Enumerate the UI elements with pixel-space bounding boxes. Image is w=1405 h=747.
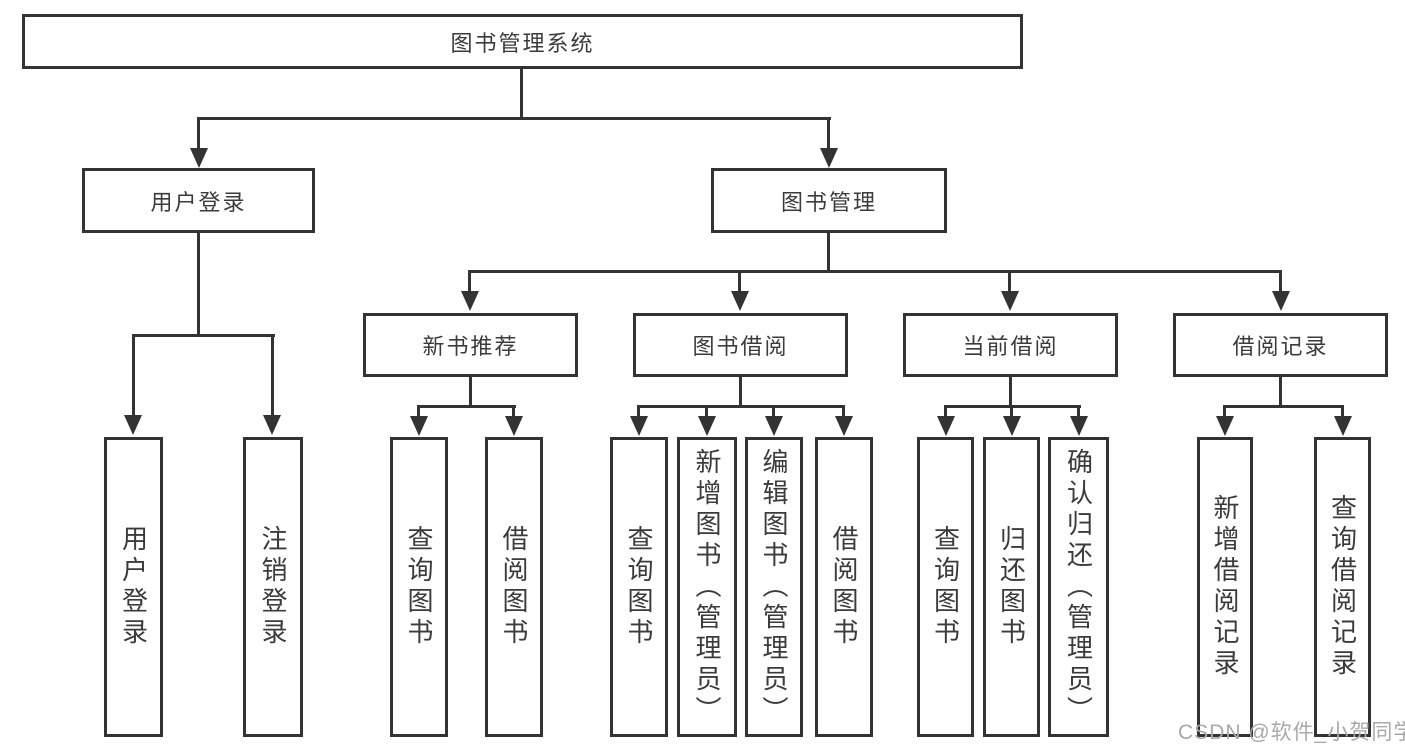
connector-line bbox=[468, 270, 471, 292]
connector-line bbox=[842, 405, 845, 418]
arrowhead-down bbox=[190, 148, 208, 168]
arrowhead-down bbox=[937, 416, 955, 436]
leaf-user-login-label: 用户登录 bbox=[118, 525, 149, 649]
leaf-confirm-return-admin-label: 确认归还（管理员） bbox=[1063, 447, 1094, 727]
connector-line bbox=[637, 405, 845, 408]
leaf-logout-login-label: 注销登录 bbox=[258, 525, 288, 649]
connector-line bbox=[520, 69, 523, 117]
arrowhead-down bbox=[1216, 416, 1234, 436]
leaf-query-borrow-record-label: 查询借阅记录 bbox=[1327, 494, 1358, 680]
leaf-add-books-admin: 新增图书（管理员） bbox=[677, 437, 737, 737]
arrowhead-down bbox=[505, 416, 523, 436]
arrowhead-down bbox=[1272, 291, 1290, 311]
connector-line bbox=[739, 377, 742, 408]
node-borrowing-records-label: 借阅记录 bbox=[1232, 334, 1329, 359]
connector-line bbox=[1008, 270, 1011, 292]
leaf-borrow-books: 借阅图书 bbox=[815, 437, 873, 737]
leaf-query-books: 查询图书 bbox=[390, 437, 448, 737]
leaf-query-books: 查询图书 bbox=[610, 437, 668, 737]
connector-line bbox=[827, 233, 830, 273]
connector-line bbox=[468, 270, 1282, 273]
node-book-management-label: 图书管理 bbox=[780, 189, 877, 215]
connector-line bbox=[197, 233, 200, 337]
connector-line bbox=[132, 334, 135, 416]
node-new-book-recommend-label: 新书推荐 bbox=[422, 334, 519, 359]
connector-line bbox=[271, 334, 274, 416]
leaf-return-books: 归还图书 bbox=[983, 437, 1040, 737]
connector-line bbox=[1279, 377, 1282, 408]
node-new-book-recommend: 新书推荐 bbox=[363, 313, 578, 377]
arrowhead-down bbox=[410, 416, 428, 436]
watermark: CSDN @软件_小贺同学 bbox=[1178, 721, 1405, 744]
arrowhead-down bbox=[1001, 291, 1019, 311]
arrowhead-down bbox=[820, 148, 838, 168]
connector-line bbox=[827, 117, 830, 151]
node-book-borrowing-label: 图书借阅 bbox=[692, 334, 789, 359]
leaf-user-login: 用户登录 bbox=[104, 437, 163, 737]
leaf-borrow-books-label: 借阅图书 bbox=[829, 525, 859, 649]
connector-line bbox=[1077, 405, 1080, 418]
leaf-query-books-label: 查询图书 bbox=[404, 525, 434, 649]
connector-line bbox=[1223, 405, 1344, 408]
arrowhead-down bbox=[698, 416, 716, 436]
node-borrowing-records: 借阅记录 bbox=[1173, 313, 1388, 377]
node-library-system-label: 图书管理系统 bbox=[450, 30, 595, 56]
node-book-borrowing: 图书借阅 bbox=[633, 313, 848, 377]
leaf-query-books: 查询图书 bbox=[917, 437, 974, 737]
leaf-edit-books-admin-label: 编辑图书（管理员） bbox=[759, 447, 789, 727]
arrowhead-down bbox=[461, 291, 479, 311]
node-current-borrowing: 当前借阅 bbox=[903, 313, 1118, 377]
leaf-query-books-label: 查询图书 bbox=[624, 525, 654, 649]
arrowhead-down bbox=[1334, 416, 1352, 436]
arrowhead-down bbox=[124, 415, 142, 435]
connector-line bbox=[417, 405, 516, 408]
arrowhead-down bbox=[731, 291, 749, 311]
connector-line bbox=[1010, 405, 1013, 418]
arrowhead-down bbox=[263, 415, 281, 435]
connector-line bbox=[417, 405, 420, 418]
leaf-edit-books-admin: 编辑图书（管理员） bbox=[745, 437, 803, 737]
node-user-login: 用户登录 bbox=[82, 168, 315, 233]
arrowhead-down bbox=[1070, 416, 1088, 436]
connector-line bbox=[944, 405, 947, 418]
connector-line bbox=[1223, 405, 1226, 418]
connector-line bbox=[512, 405, 515, 418]
node-user-login-label: 用户登录 bbox=[150, 189, 247, 215]
connector-line bbox=[637, 405, 640, 418]
leaf-borrow-books-label: 借阅图书 bbox=[499, 525, 529, 649]
connector-line bbox=[738, 270, 741, 292]
arrowhead-down bbox=[835, 416, 853, 436]
leaf-return-books-label: 归还图书 bbox=[996, 525, 1027, 649]
node-current-borrowing-label: 当前借阅 bbox=[962, 334, 1059, 359]
node-book-management: 图书管理 bbox=[711, 168, 947, 233]
arrowhead-down bbox=[630, 416, 648, 436]
connector-line bbox=[705, 405, 708, 418]
leaf-query-borrow-record: 查询借阅记录 bbox=[1314, 437, 1371, 737]
leaf-add-borrow-record: 新增借阅记录 bbox=[1197, 437, 1253, 737]
leaf-add-books-admin-label: 新增图书（管理员） bbox=[692, 447, 722, 727]
connector-line bbox=[197, 117, 200, 151]
arrowhead-down bbox=[765, 416, 783, 436]
connector-line bbox=[197, 117, 831, 120]
leaf-add-borrow-record-label: 新增借阅记录 bbox=[1210, 494, 1240, 680]
leaf-borrow-books: 借阅图书 bbox=[485, 437, 543, 737]
connector-line bbox=[132, 334, 275, 337]
leaf-logout-login: 注销登录 bbox=[243, 437, 303, 737]
node-library-system: 图书管理系统 bbox=[22, 14, 1023, 69]
connector-line bbox=[1341, 405, 1344, 418]
connector-line bbox=[772, 405, 775, 418]
arrowhead-down bbox=[1003, 416, 1021, 436]
leaf-query-books-label: 查询图书 bbox=[930, 525, 961, 649]
connector-line bbox=[469, 377, 472, 408]
connector-line bbox=[1279, 270, 1282, 292]
connector-line bbox=[1009, 377, 1012, 408]
leaf-confirm-return-admin: 确认归还（管理员） bbox=[1048, 437, 1109, 737]
